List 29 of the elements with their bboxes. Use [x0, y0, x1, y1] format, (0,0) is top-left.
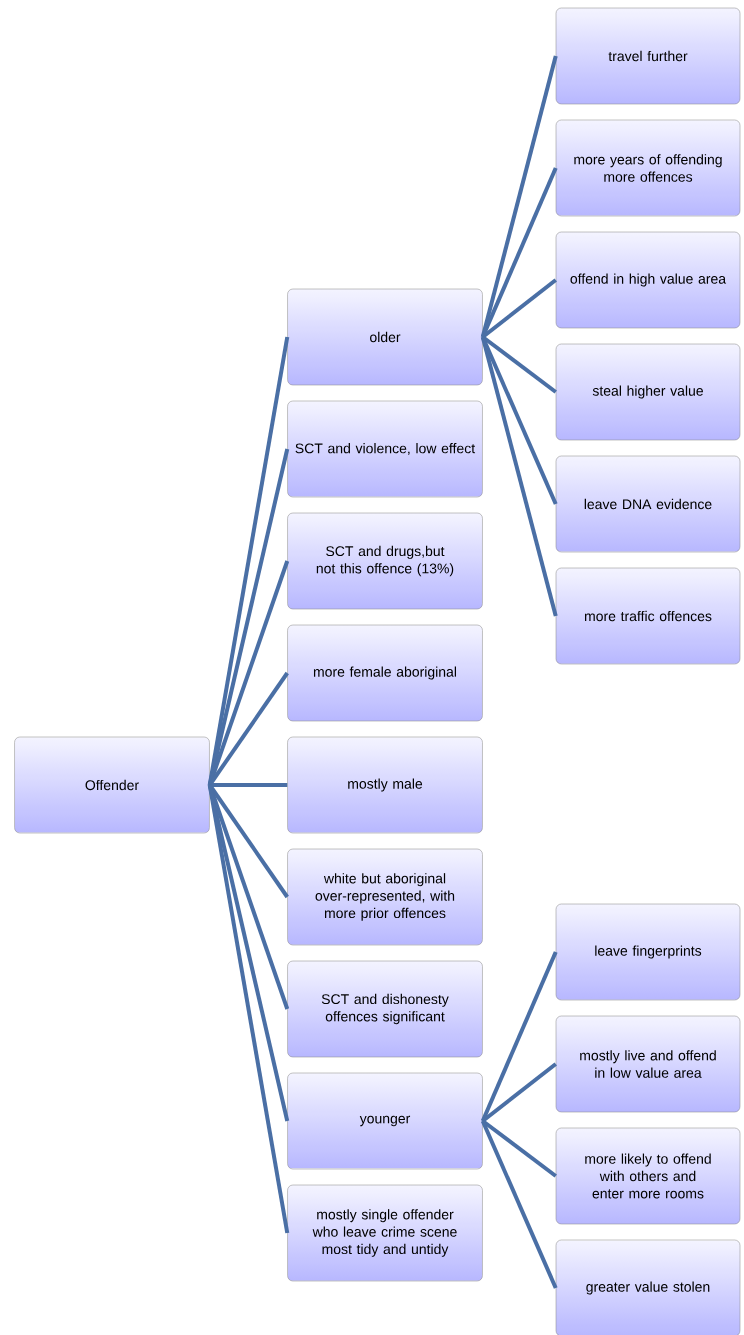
process-box: more female aboriginal: [287, 624, 483, 722]
process-box: more traffic offences: [555, 567, 741, 665]
process-box: steal higher value: [555, 343, 741, 441]
connector-line: [209, 783, 288, 787]
process-box: travel further: [555, 7, 741, 105]
connector-line: [480, 55, 558, 338]
process-box: mostly live and offend in low value area: [555, 1015, 741, 1113]
connector-line: [481, 1062, 557, 1123]
connector-line: [480, 951, 558, 1122]
connector-line: [480, 167, 558, 338]
process-box: offend in high value area: [555, 231, 741, 329]
process-box: mostly single offender who leave crime scene most tidy and untidy: [287, 1184, 483, 1282]
process-box: older: [287, 288, 483, 386]
process-box: younger: [287, 1072, 483, 1170]
connector-line: [480, 1120, 558, 1289]
process-box: SCT and violence, low effect: [287, 400, 483, 498]
process-box: SCT and drugs,but not this offence (13%): [287, 512, 483, 610]
process-box: SCT and dishonesty offences significant: [287, 960, 483, 1058]
process-box: Offender: [14, 736, 210, 834]
process-box: leave fingerprints: [555, 903, 741, 1001]
process-box: greater value stolen: [555, 1239, 741, 1335]
process-box: white but aboriginal over-represented, with more prior offences: [287, 848, 483, 946]
connector-line: [207, 784, 290, 1234]
process-box: leave DNA evidence: [555, 455, 741, 553]
process-box: more years of offending more offences: [555, 119, 741, 217]
connector-line: [480, 336, 558, 617]
process-box: mostly male: [287, 736, 483, 834]
process-box: more likely to offend with others and enter more rooms: [555, 1127, 741, 1225]
connector-line: [481, 1119, 557, 1178]
